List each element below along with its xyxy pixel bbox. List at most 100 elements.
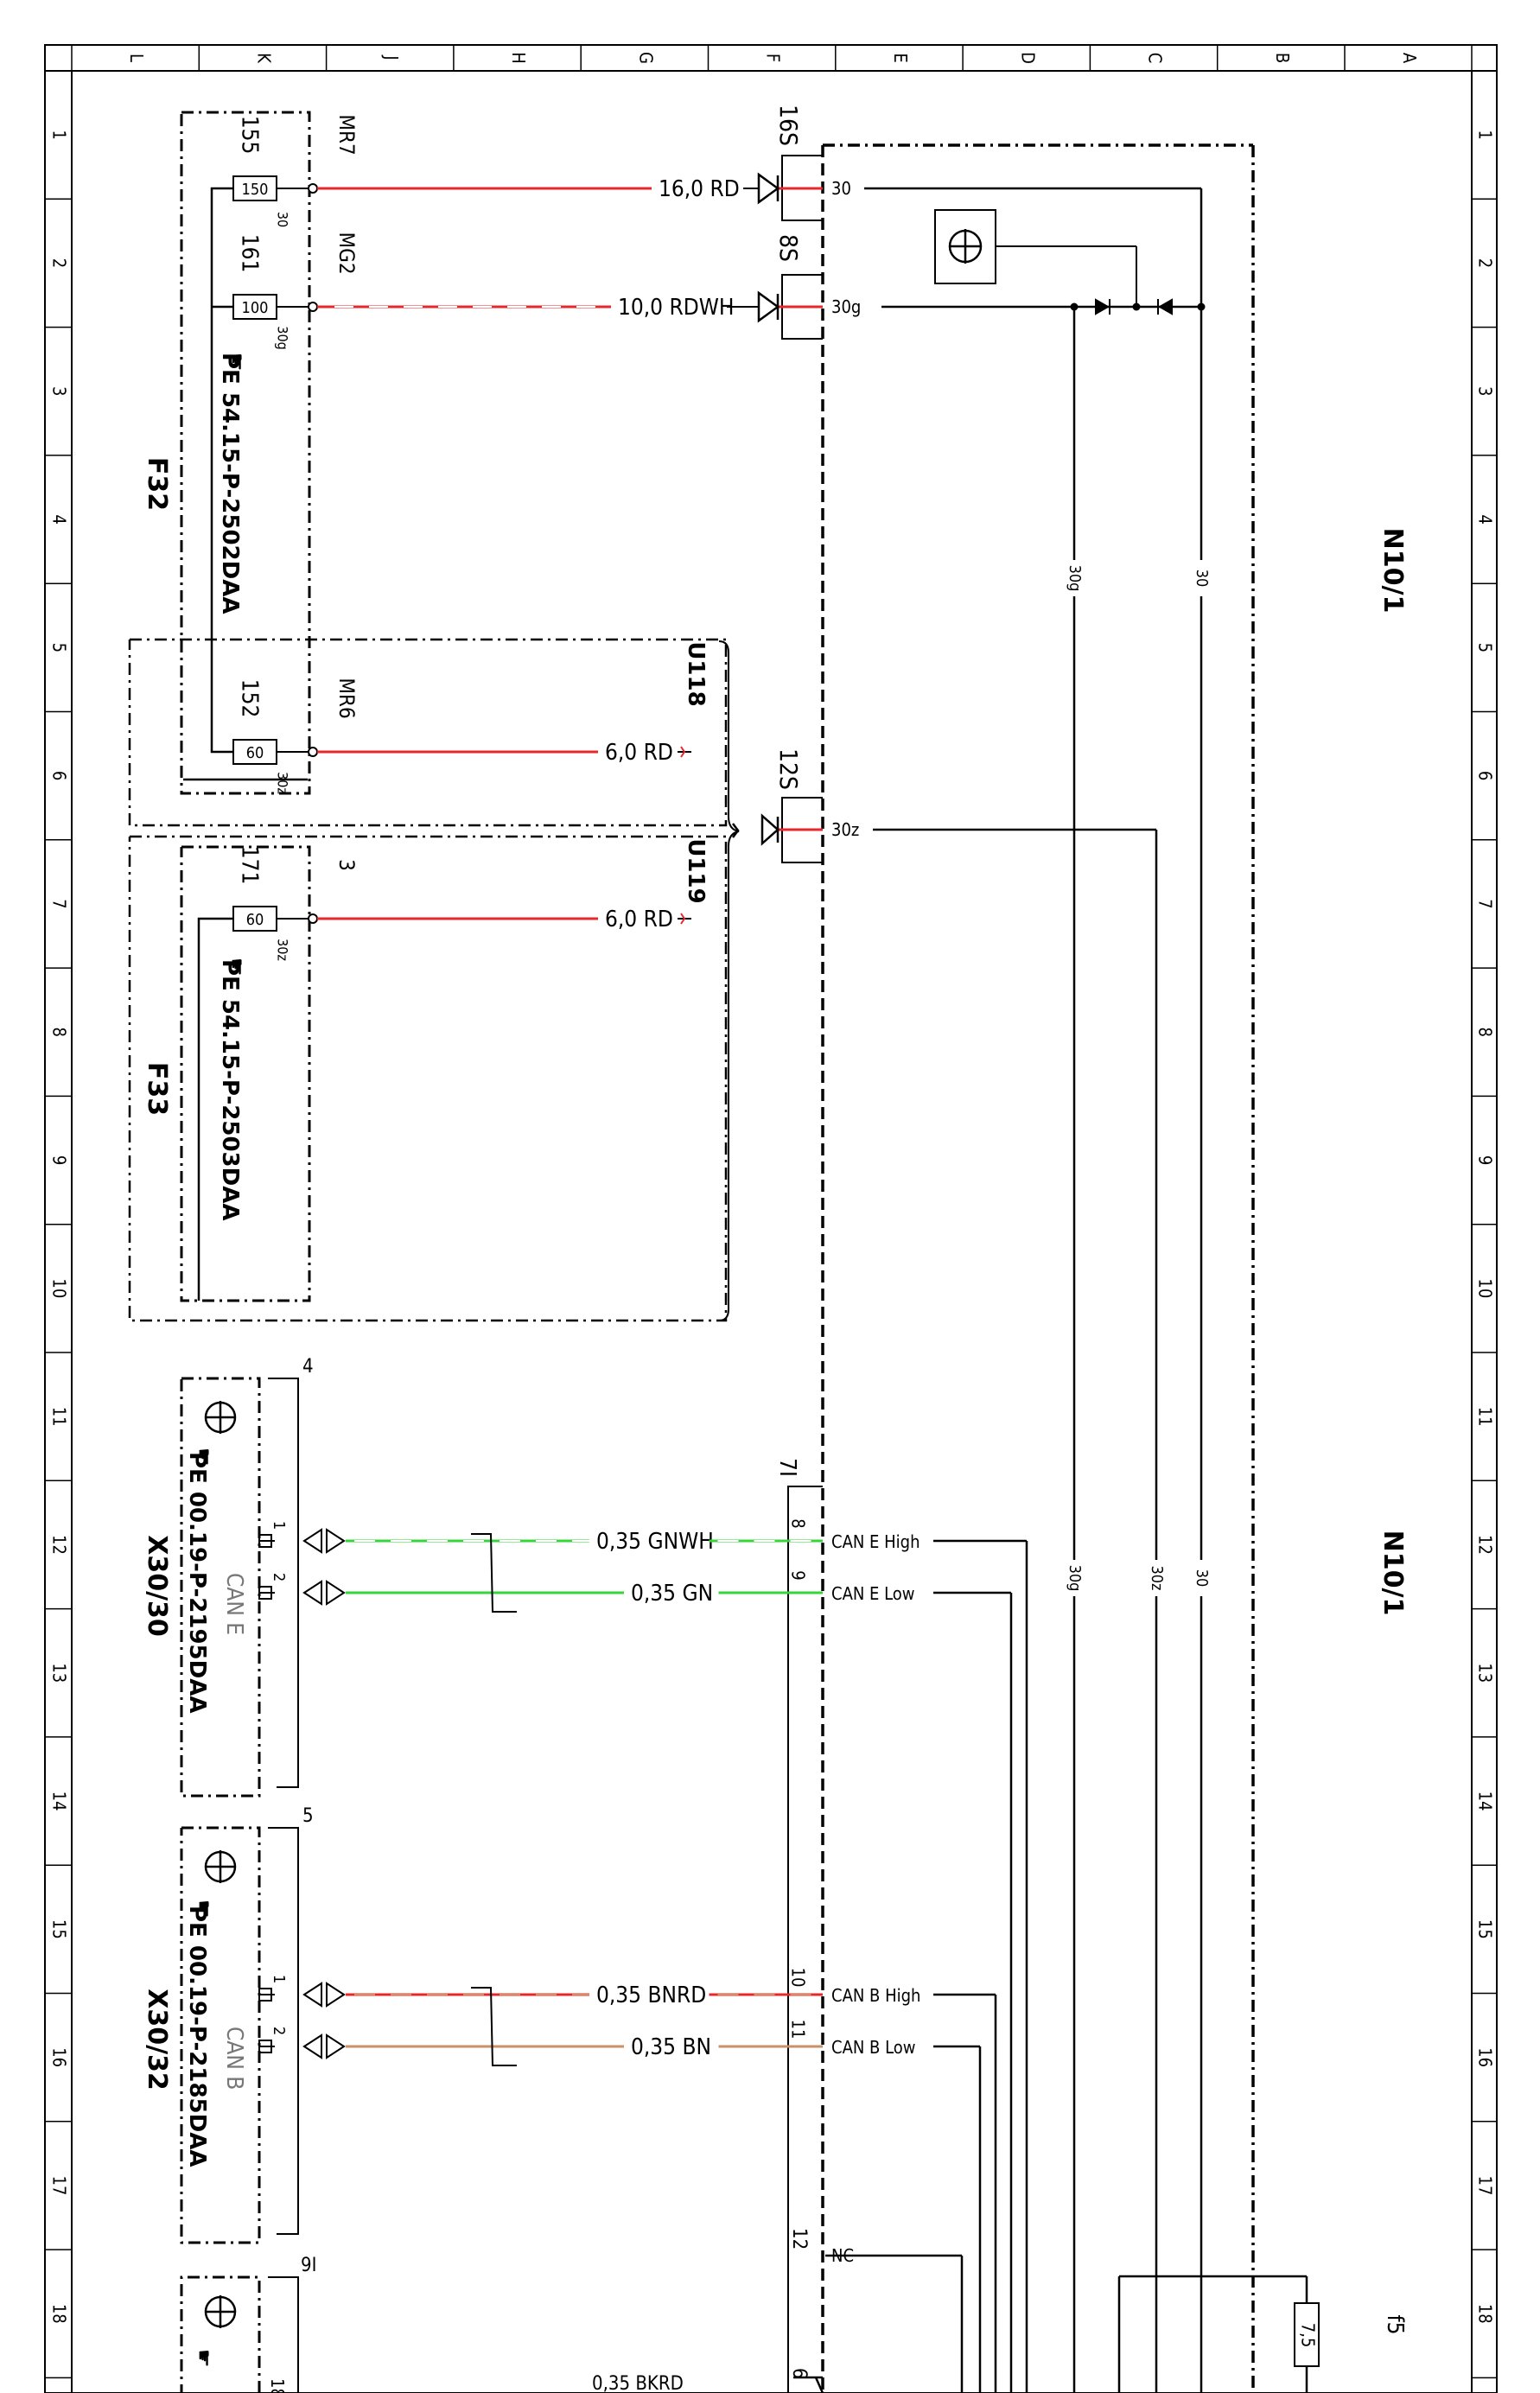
row-label-left-17-rot: 17 — [49, 2176, 70, 2196]
x30-32-outline — [180, 1826, 261, 2244]
can-e-n10-pin-high-rot: 8 — [788, 1518, 809, 1528]
row-label-left-18: 18 — [49, 2304, 70, 2324]
row-label-left-3-rot: 3 — [49, 386, 70, 396]
can-e-x-pin-high: 1 — [270, 1521, 288, 1530]
column-label-J-rot: J — [381, 54, 402, 60]
row-label-right-4-rot: 4 — [1475, 514, 1496, 524]
wire-break-mark — [680, 913, 686, 925]
can-b-n10-pin-high: 10 — [788, 1968, 809, 1988]
column-label-B-rot: B — [1272, 53, 1293, 63]
can-b-pin-box — [258, 1988, 272, 2002]
wire-id-MG2: MG2 — [334, 232, 359, 274]
u118-label: U118 — [683, 641, 709, 706]
row-label-right-11-rot: 11 — [1475, 1407, 1496, 1427]
x30-30-outline — [180, 1377, 261, 1798]
row-label-left-15-rot: 15 — [49, 1919, 70, 1939]
can-b-n10-pin-low-rot: 11 — [788, 2020, 809, 2040]
wire-id-MG2-rot: MG2 — [334, 232, 359, 274]
row-label-right-7: 7 — [1475, 899, 1496, 908]
svg-text:30: 30 — [831, 178, 851, 199]
row-label-right-7-rot: 7 — [1475, 899, 1496, 908]
can-e-wire-label-low: 0,35 GN — [631, 1581, 713, 1607]
svg-text:30: 30 — [1193, 570, 1211, 588]
row-label-left-16: 16 — [49, 2047, 70, 2067]
row-label-right-16-rot: 16 — [1475, 2047, 1496, 2067]
svg-text:F33: F33 — [142, 1062, 172, 1116]
row-label-left-13: 13 — [49, 1663, 70, 1683]
fuse-number-161-rot: 161 — [237, 234, 263, 273]
svg-text:☛: ☛ — [225, 958, 249, 977]
row-label-left-11: 11 — [49, 1407, 70, 1427]
fuse-number-171-rot: 171 — [237, 846, 263, 885]
row-label-left-1: 1 — [49, 130, 70, 139]
wire-id-MR6-rot: MR6 — [334, 678, 359, 718]
x30-32-doc-ref: PE 00.19-P-2185DAA — [184, 1906, 210, 2167]
column-label-L-rot: L — [126, 54, 147, 62]
svg-text:PE 00.19-P-2195DAA: PE 00.19-P-2195DAA — [184, 1452, 210, 1713]
can-e-n10-pin-low: 9 — [788, 1570, 809, 1580]
svg-text:☛: ☛ — [225, 353, 249, 372]
n10-module-outline — [823, 143, 1255, 2393]
terminal-dot — [308, 747, 318, 757]
can-e-n10-pin-high: 8 — [788, 1518, 809, 1528]
x30-30-bus-label: CAN E — [221, 1573, 247, 1635]
f33-bus — [197, 917, 233, 1301]
svg-text:X30/32: X30/32 — [142, 1989, 172, 2091]
svg-text:CAN B High: CAN B High — [831, 1985, 920, 2006]
row-label-right-6: 6 — [1475, 771, 1496, 780]
can-e-n10-pin-low-rot: 9 — [788, 1570, 809, 1580]
f32-doc-ref: PE 54.15-P-2502DAA — [217, 353, 243, 614]
wire-id-3: 3 — [334, 859, 359, 871]
can-e-arrow-high — [302, 1528, 322, 1554]
row-label-left-11-rot: 11 — [49, 1407, 70, 1427]
can-b-twist-mark — [471, 1987, 517, 2066]
row-label-right-13: 13 — [1475, 1663, 1496, 1683]
svg-text:☛: ☛ — [192, 2349, 216, 2368]
n10-lower-label: N10/1 — [1378, 1531, 1408, 1616]
column-label-A-rot: A — [1399, 53, 1420, 64]
fuse-number-171: 171 — [237, 846, 263, 885]
f33-label: F33 — [142, 1062, 172, 1116]
diode-symbol — [1095, 298, 1173, 315]
can-e-x-pin-high-rot: 1 — [270, 1521, 288, 1530]
can-e-pin-box — [258, 1586, 272, 1600]
row-label-left-8-rot: 8 — [49, 1028, 70, 1037]
fuse-number-152: 152 — [237, 679, 263, 718]
x30-32-ref: 5 — [302, 1805, 314, 1827]
wire-label-MR7: 16,0 RD — [659, 176, 740, 202]
terminal-dot — [308, 913, 318, 924]
f32-outline — [180, 111, 311, 795]
f5-fuse: 7,5 — [1294, 2302, 1320, 2367]
row-label-left-17: 17 — [49, 2176, 70, 2196]
can-e-wire-label-high: 0,35 GNWH — [596, 1529, 714, 1555]
terminal-dot — [308, 183, 318, 194]
svg-text:30z: 30z — [1148, 1565, 1166, 1590]
can-e-arrow-low — [302, 1580, 322, 1606]
wire-id-3-rot: 3 — [334, 859, 359, 871]
svg-text:30g: 30g — [1066, 565, 1084, 592]
f32-label: F32 — [142, 457, 172, 511]
fuse-rating-155: 150 — [242, 181, 269, 199]
x30-32-bus-label: CAN B — [221, 2027, 247, 2090]
svg-text:12: 12 — [788, 2228, 810, 2250]
can-b-wire-label-high: 0,35 BNRD — [596, 1982, 706, 2008]
row-label-left-6: 6 — [49, 771, 70, 780]
row-label-right-3-rot: 3 — [1475, 386, 1496, 396]
wire-label-MR6: 6,0 RD — [605, 740, 673, 766]
fuse-rating-152: 60 — [246, 744, 264, 762]
can-b-x-pin-high-rot: 1 — [270, 1975, 288, 1983]
row-label-left-4-rot: 4 — [49, 514, 70, 524]
u119-outline — [128, 835, 728, 1322]
row-label-right-15-rot: 15 — [1475, 1919, 1496, 1939]
x30-transistor-icons — [204, 1401, 237, 2328]
row-label-right-9-rot: 9 — [1475, 1155, 1496, 1165]
column-label-E: E — [890, 53, 911, 62]
can-b-wire-label-low: 0,35 BN — [631, 2034, 711, 2060]
can-e-twist-mark — [471, 1533, 517, 1613]
column-label-J: J — [381, 54, 402, 60]
can-e-x-pin-low-rot: 2 — [270, 1573, 288, 1582]
